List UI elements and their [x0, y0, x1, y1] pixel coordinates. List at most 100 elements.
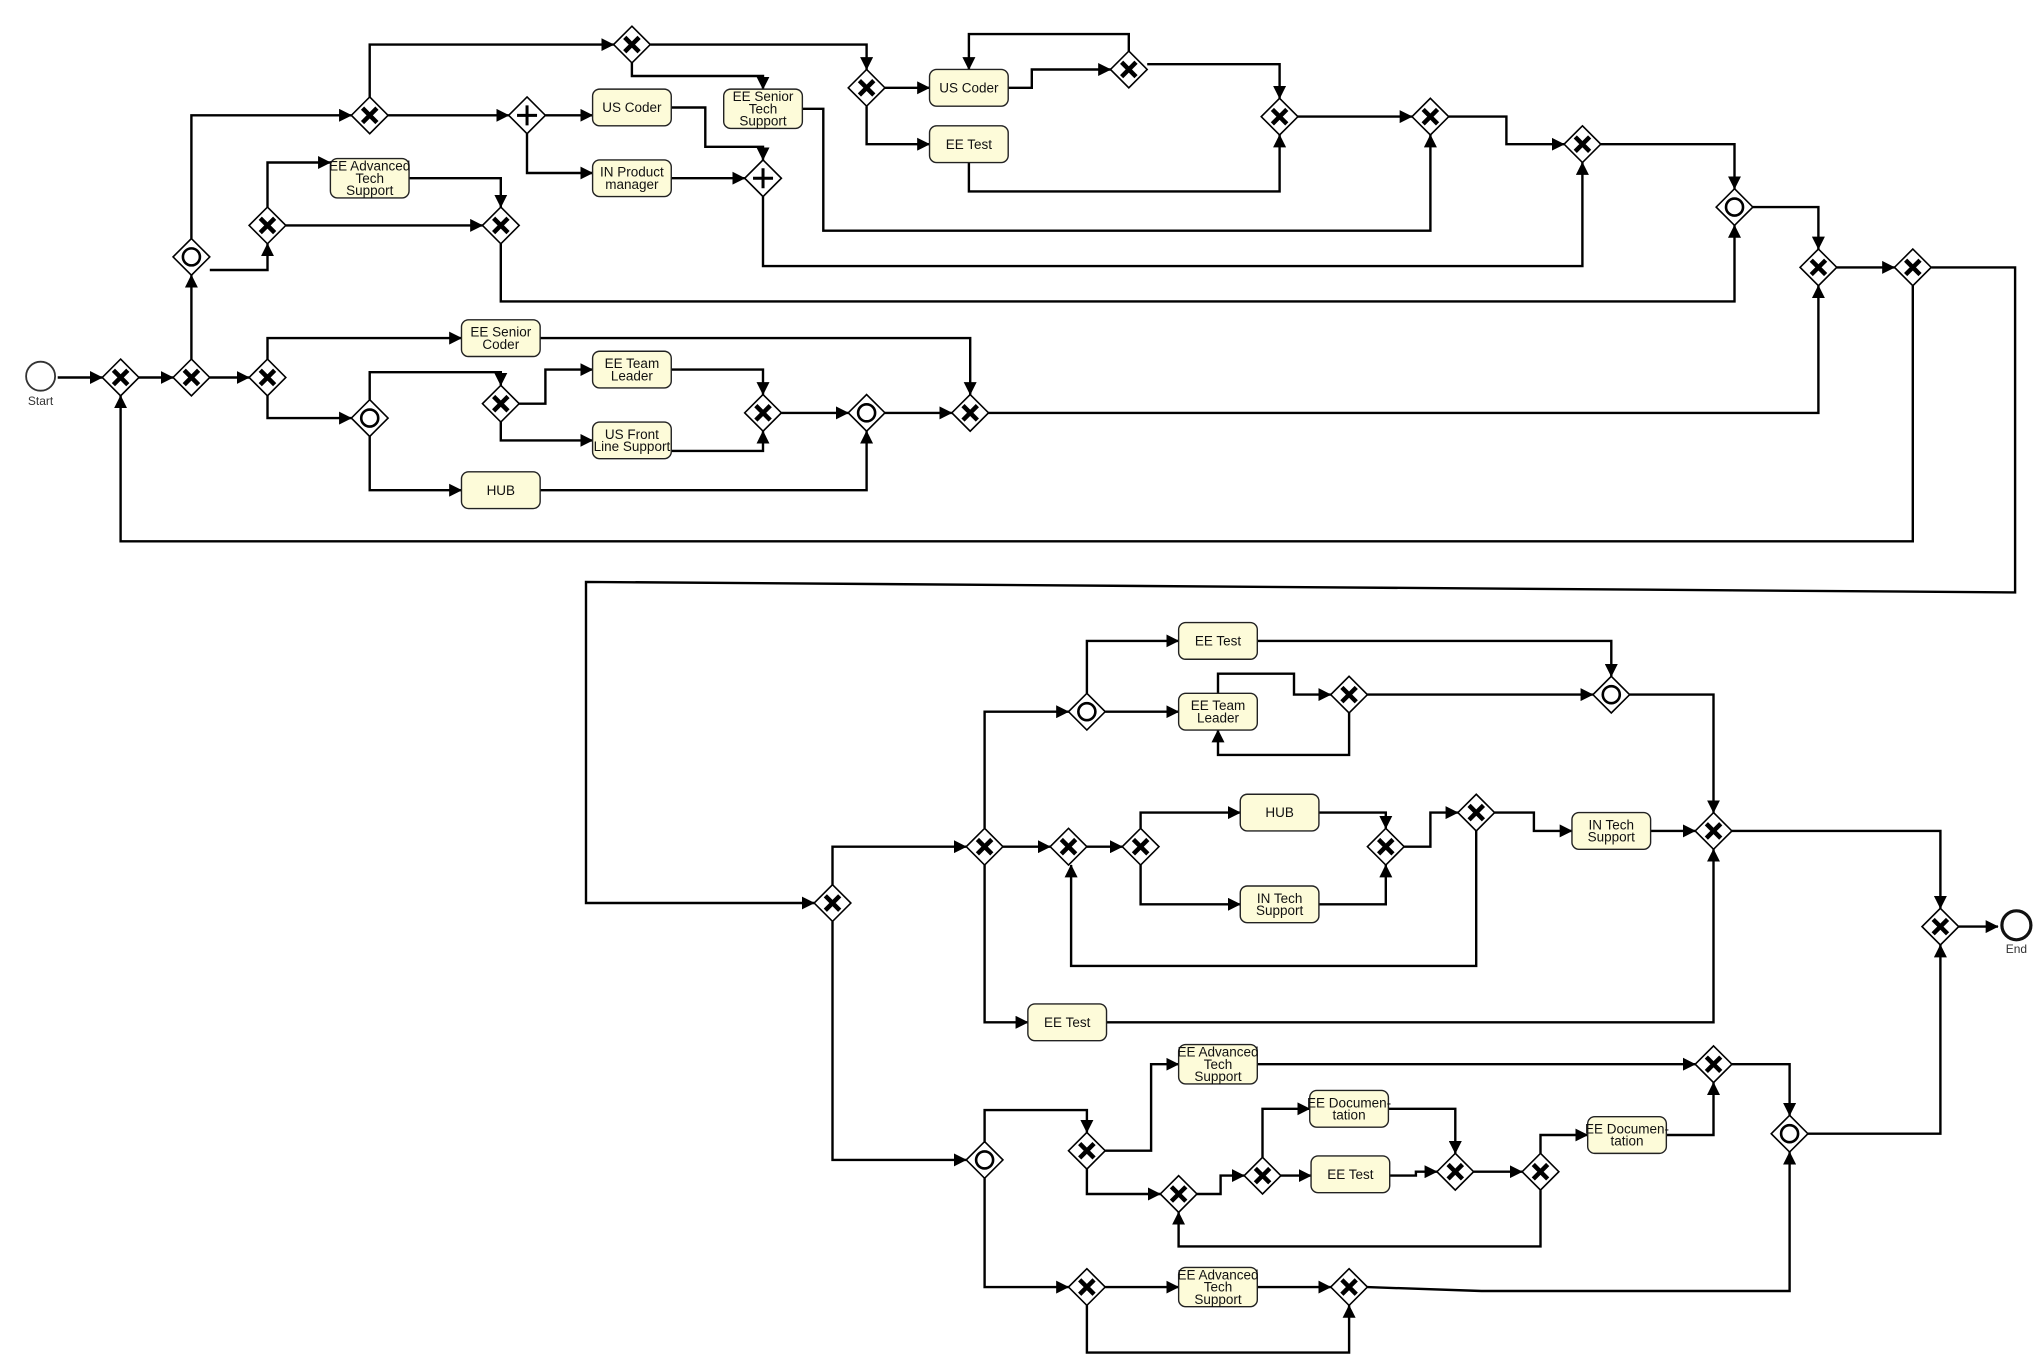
task-box: [329, 157, 410, 199]
task-label: IN Tech: [1257, 891, 1303, 906]
task-t-hub-1: HUB: [460, 471, 541, 510]
exclusive-gateway-icon: [1078, 1141, 1096, 1160]
exclusive-gateway-icon: [1078, 1278, 1096, 1296]
parallel-gateway-9: [743, 158, 783, 198]
sequence-flow-20: [962, 32, 1131, 71]
exclusive-gateway-32: [1694, 811, 1734, 851]
exclusive-gateway-icon: [258, 216, 277, 235]
task-label: EE Test: [1044, 1015, 1091, 1030]
sequence-flow-78: [1389, 1165, 1438, 1179]
sequence-flow-6: [266, 156, 332, 208]
sequence-flow-41: [540, 430, 874, 492]
task-box: [460, 319, 541, 358]
task-label: Support: [1588, 830, 1636, 845]
exclusive-gateway-8: [481, 205, 521, 245]
sequence-flow-73: [1085, 1169, 1161, 1201]
exclusive-gateway-icon: [1704, 822, 1723, 840]
sequence-flow-70: [983, 1108, 1094, 1142]
exclusive-gateway-38: [1521, 1152, 1560, 1192]
exclusive-gateway-20: [743, 393, 783, 433]
task-label: Leader: [611, 368, 654, 383]
exclusive-gateway-17: [1893, 247, 1933, 287]
exclusive-gateway-icon: [360, 106, 379, 125]
task-box: [1239, 885, 1320, 924]
task-label: HUB: [1265, 805, 1294, 820]
exclusive-gateway-1: [171, 357, 211, 397]
exclusive-gateway-icon: [1340, 1278, 1358, 1296]
inclusive-gateway-icon: [856, 403, 877, 423]
sequence-flow-52: [1211, 713, 1351, 757]
task-label: Line Support: [594, 439, 671, 454]
sequence-flow-46: [831, 840, 967, 885]
task-label: Support: [1256, 903, 1304, 918]
task-box: [1239, 793, 1320, 832]
exclusive-gateway-icon: [823, 894, 842, 912]
exclusive-gateway-2: [247, 357, 287, 397]
task-label: Tech: [749, 101, 778, 116]
sequence-flow-69: [831, 921, 967, 1167]
end-event-icon: [2000, 909, 2033, 942]
exclusive-gateway-24: [965, 827, 1005, 867]
sequence-flow-84: [1807, 944, 1947, 1135]
inclusive-gateway-27: [1591, 675, 1631, 715]
task-box: [928, 125, 1009, 164]
exclusive-gateway-icon: [754, 404, 772, 422]
task-label: IN Tech: [1589, 817, 1635, 832]
exclusive-gateway-icon: [1573, 135, 1592, 153]
exclusive-gateway-36: [1243, 1156, 1283, 1196]
inclusive-gateway-3: [171, 237, 211, 277]
task-label: Leader: [1197, 710, 1240, 725]
exclusive-gateway-icon: [1270, 107, 1289, 126]
sequence-flow-37: [671, 368, 770, 396]
sequence-flow-21: [1147, 62, 1287, 99]
exclusive-gateway-icon: [1704, 1055, 1723, 1074]
sequence-flow-27: [1600, 142, 1741, 190]
exclusive-gateway-icon: [1531, 1162, 1550, 1181]
exclusive-gateway-39: [1694, 1044, 1734, 1084]
parallel-gateway-icon: [753, 168, 774, 189]
task-t-us-coder-1: US Coder: [591, 88, 672, 127]
sequence-flow-89: [1367, 1151, 1797, 1293]
task-label: EE Senior: [470, 325, 531, 340]
end-event-label: End: [2006, 942, 2027, 956]
sequence-flow-28: [499, 224, 1741, 303]
exclusive-gateway-34: [1067, 1131, 1107, 1171]
task-box: [928, 68, 1009, 107]
sequence-flow-82: [1666, 1081, 1720, 1137]
exclusive-gateway-30: [1366, 827, 1406, 867]
task-box: [1177, 621, 1259, 660]
task-label: EE Advanced: [1177, 1268, 1258, 1283]
task-label: HUB: [487, 483, 516, 498]
sequence-flow-25: [1448, 115, 1565, 151]
exclusive-gateway-4: [247, 205, 287, 245]
task-box: [591, 159, 672, 198]
end-event: End: [2000, 909, 2033, 956]
sequence-flow-12: [525, 133, 594, 180]
exclusive-gateway-35: [1159, 1174, 1199, 1214]
task-label: manager: [605, 177, 659, 192]
sequence-flow-26: [761, 161, 1589, 268]
sequence-flow-45: [584, 266, 2017, 910]
sequence-flow-85: [983, 1178, 1070, 1294]
sequence-flow-40: [368, 436, 463, 497]
sequence-flow-59: [1318, 811, 1393, 829]
sequence-flow-15: [650, 43, 874, 71]
exclusive-gateway-26: [1329, 675, 1369, 715]
sequence-flow-71: [1105, 1057, 1180, 1152]
task-label: EE Advanced: [329, 159, 410, 174]
task-label: Tech: [1204, 1280, 1233, 1295]
task-label: Tech: [355, 171, 384, 186]
task-t-ee-test-4: EE Test: [1310, 1155, 1391, 1194]
exclusive-gateway-42: [1329, 1267, 1369, 1307]
task-box: [1177, 1043, 1259, 1085]
task-label: Support: [739, 114, 787, 129]
task-box: [460, 471, 541, 510]
exclusive-gateway-icon: [111, 368, 130, 387]
exclusive-gateway-icon: [1169, 1185, 1188, 1203]
